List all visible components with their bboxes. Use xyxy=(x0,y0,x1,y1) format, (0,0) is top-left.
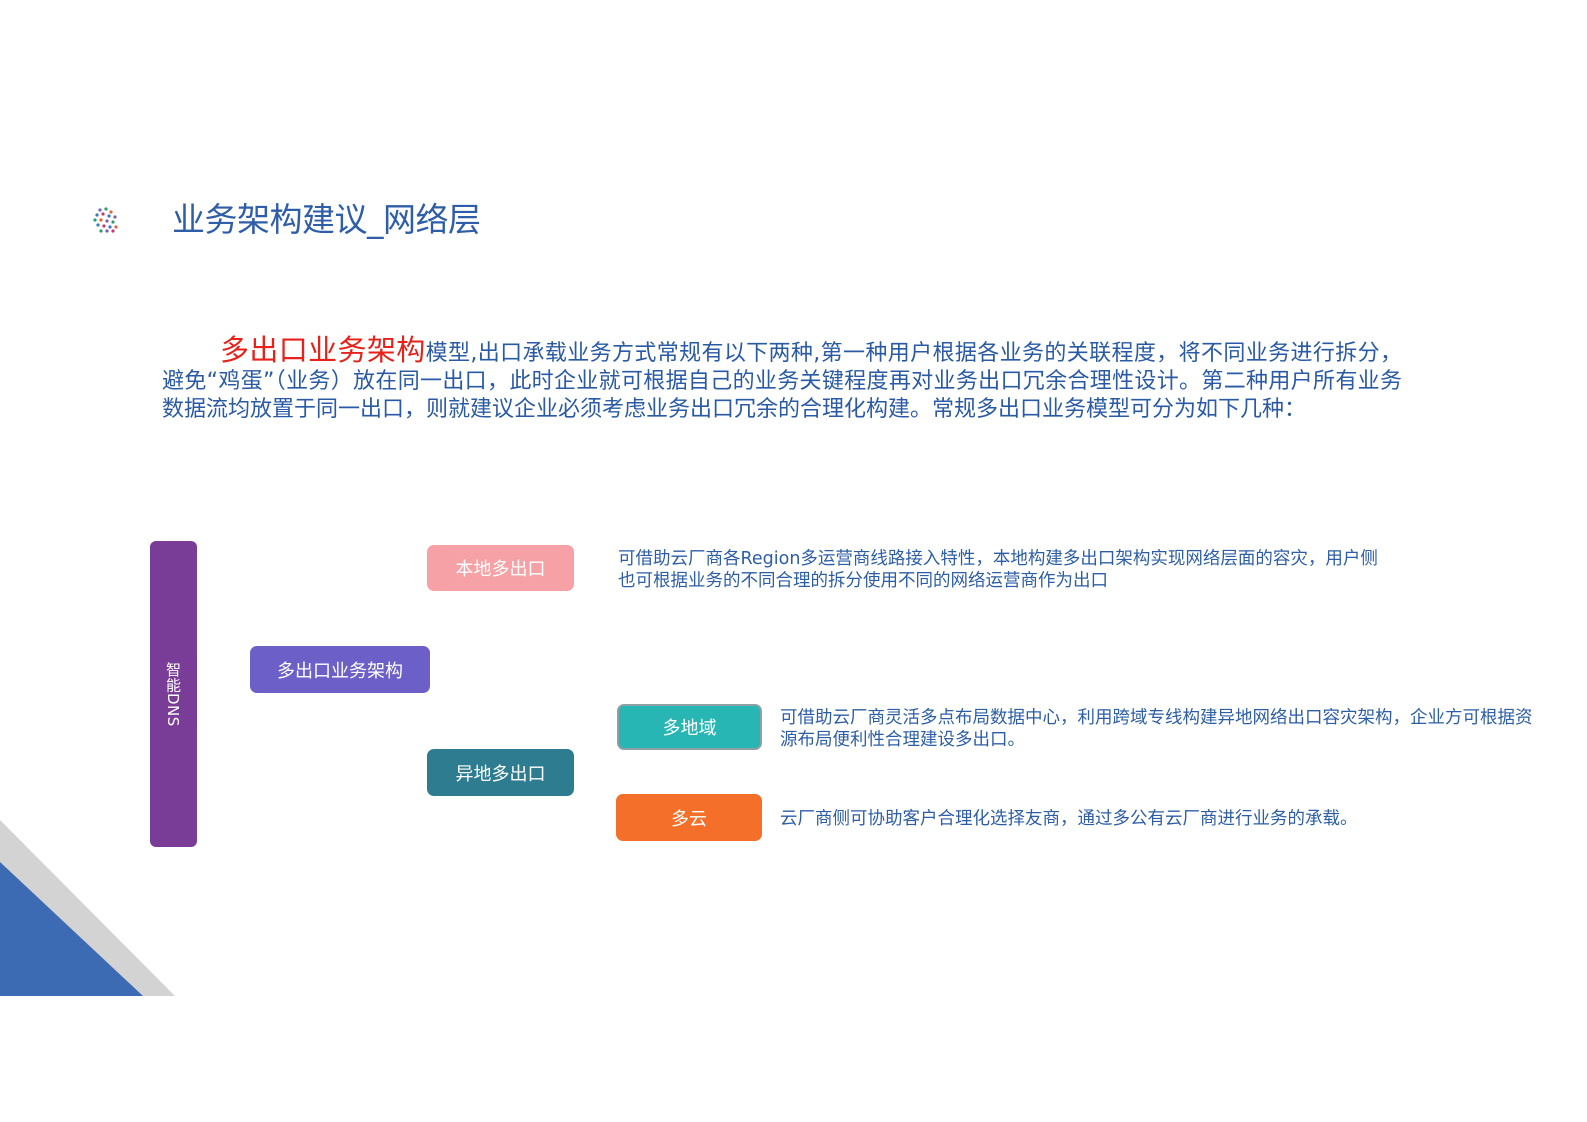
multi-region-description: 可借助云厂商灵活多点布局数据中心，利用跨域专线构建异地网络出口容灾架构，企业方可… xyxy=(780,708,1533,750)
intro-paragraph: 多出口业务架构模型,出口承载业务方式常规有以下两种,第一种用户根据各业务的关联程… xyxy=(162,336,1402,424)
dotted-cube-icon xyxy=(93,207,118,233)
multi-region-node: 多地域 xyxy=(617,704,762,750)
multi-exit-architecture-node: 多出口业务架构 xyxy=(250,646,430,693)
local-multi-exit-description: 可借助云厂商各Region多运营商线路接入特性，本地构建多出口架构实现网络层面的… xyxy=(618,549,1378,591)
local-multi-exit-node: 本地多出口 xyxy=(427,545,574,591)
smart-dns-label: 智能DNS xyxy=(164,661,182,727)
multi-cloud-node: 多云 xyxy=(616,794,762,841)
remote-multi-exit-node: 异地多出口 xyxy=(427,749,574,796)
intro-highlight: 多出口业务架构 xyxy=(220,333,426,367)
intro-text: 模型,出口承载业务方式常规有以下两种,第一种用户根据各业务的关联程度，将不同业务… xyxy=(162,341,1402,422)
multi-cloud-description: 云厂商侧可协助客户合理化选择友商，通过多公有云厂商进行业务的承载。 xyxy=(780,809,1358,829)
page-title: 业务架构建议_网络层 xyxy=(172,200,481,239)
smart-dns-bar: 智能DNS xyxy=(150,541,197,847)
decorative-corner-triangle xyxy=(0,820,175,996)
